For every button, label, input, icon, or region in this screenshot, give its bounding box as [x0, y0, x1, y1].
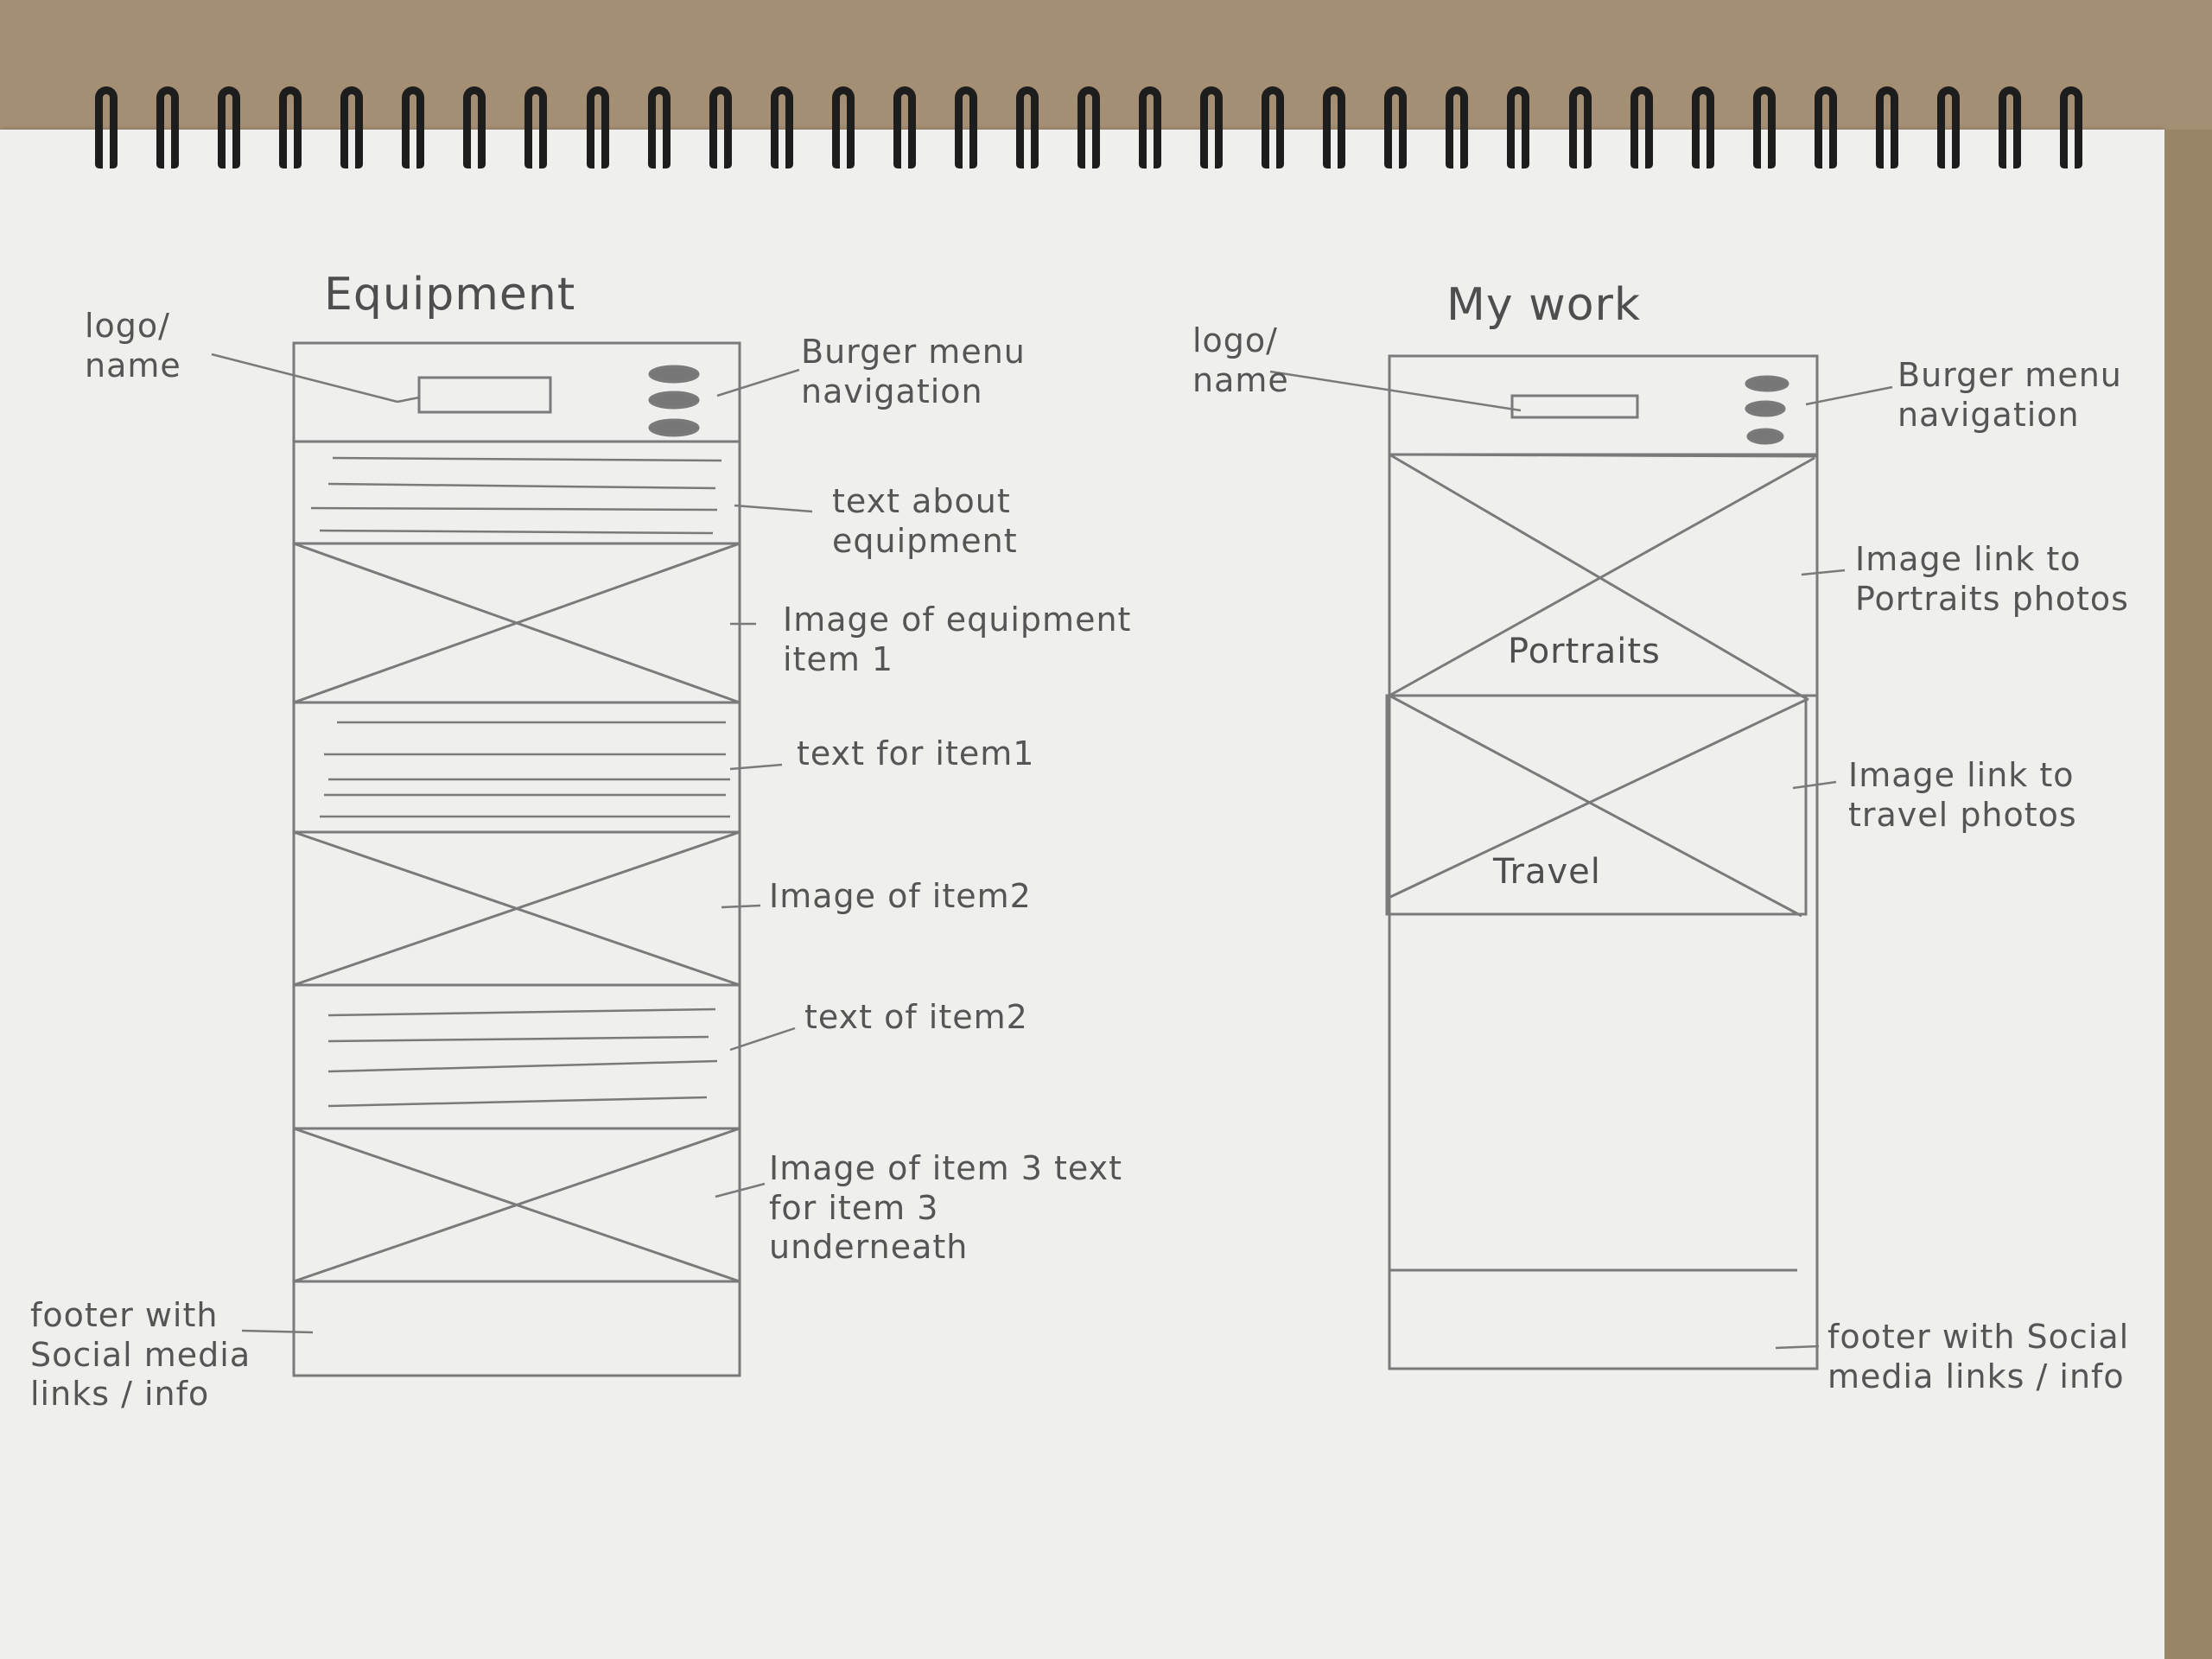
my-work-wireframe	[1269, 354, 1893, 1370]
desk-surface	[2164, 130, 2212, 1659]
equipment-page-outline	[292, 341, 741, 1377]
spiral-coil	[1323, 86, 1346, 168]
travel-image-link	[1385, 694, 1808, 916]
equipment-page-title: Equipment	[324, 269, 576, 321]
annotation-burger-menu: Burger menu navigation	[801, 333, 1026, 410]
notebook-spiral-binding	[95, 86, 2082, 181]
annotation-footer: footer with Social media links / info	[1827, 1318, 2130, 1395]
spiral-coil	[1139, 86, 1162, 168]
spiral-coil	[340, 86, 364, 168]
travel-tile-label: Travel	[1493, 852, 1601, 892]
logo-placeholder	[417, 376, 552, 414]
spiral-coil	[95, 86, 118, 168]
spiral-coil	[1384, 86, 1408, 168]
notebook-page	[0, 130, 2164, 1659]
burger-menu-icon	[1745, 375, 1789, 392]
annotation-logo: logo/ name	[85, 307, 181, 385]
spiral-coil	[2060, 86, 2082, 168]
spiral-coil	[218, 86, 241, 168]
spiral-coil	[402, 86, 425, 168]
spiral-coil	[1015, 86, 1039, 168]
my-work-page-title: My work	[1446, 279, 1642, 331]
spiral-coil	[1630, 86, 1653, 168]
intro-text-lines	[310, 456, 722, 535]
item2-text-lines	[327, 1007, 718, 1108]
spiral-coil	[524, 86, 548, 168]
burger-menu-icon	[648, 365, 700, 384]
equipment-wireframe	[211, 341, 813, 1377]
annotation-text-item-1: text for item1	[797, 734, 1035, 772]
spiral-coil	[709, 86, 732, 168]
spiral-coil	[1200, 86, 1224, 168]
spiral-coil	[647, 86, 671, 168]
spiral-coil	[1691, 86, 1714, 168]
spiral-coil	[586, 86, 609, 168]
annotation-burger-menu: Burger menu navigation	[1897, 356, 2122, 434]
spiral-coil	[831, 86, 855, 168]
spiral-coil	[1446, 86, 1469, 168]
spiral-coil	[279, 86, 302, 168]
annotation-logo: logo/ name	[1192, 321, 1289, 399]
annotation-image-item-2: Image of item2	[769, 877, 1032, 915]
annotation-footer: footer with Social media links / info	[30, 1296, 251, 1414]
annotation-travel-link: Image link to travel photos	[1848, 756, 2077, 834]
item1-text-lines	[320, 721, 730, 818]
annotation-text-item-2: text of item2	[804, 998, 1028, 1036]
portraits-tile-label: Portraits	[1508, 632, 1661, 671]
spiral-coil	[1998, 86, 2021, 168]
annotation-leaders	[211, 353, 813, 1334]
spiral-coil	[770, 86, 793, 168]
spiral-coil	[1814, 86, 1837, 168]
annotation-leaders	[1269, 370, 1893, 1350]
spiral-coil	[1507, 86, 1530, 168]
spiral-coil	[1936, 86, 1960, 168]
spiral-coil	[1077, 86, 1100, 168]
annotation-intro-text: text about equipment	[832, 482, 1018, 560]
spiral-coil	[1752, 86, 1776, 168]
logo-placeholder	[1510, 394, 1639, 419]
annotation-portraits-link: Image link to Portraits photos	[1855, 540, 2129, 618]
image-placeholder-item-2	[292, 830, 741, 987]
spiral-coil	[954, 86, 977, 168]
spiral-coil	[893, 86, 916, 168]
annotation-image-item-1: Image of equipment item 1	[783, 601, 1132, 678]
spiral-coil	[463, 86, 486, 168]
my-work-page-outline	[1388, 354, 1819, 1370]
spiral-coil	[1875, 86, 1898, 168]
annotation-image-item-3: Image of item 3 text for item 3 undernea…	[769, 1149, 1122, 1267]
spiral-coil	[156, 86, 180, 168]
spiral-coil	[1568, 86, 1592, 168]
spiral-coil	[1262, 86, 1285, 168]
